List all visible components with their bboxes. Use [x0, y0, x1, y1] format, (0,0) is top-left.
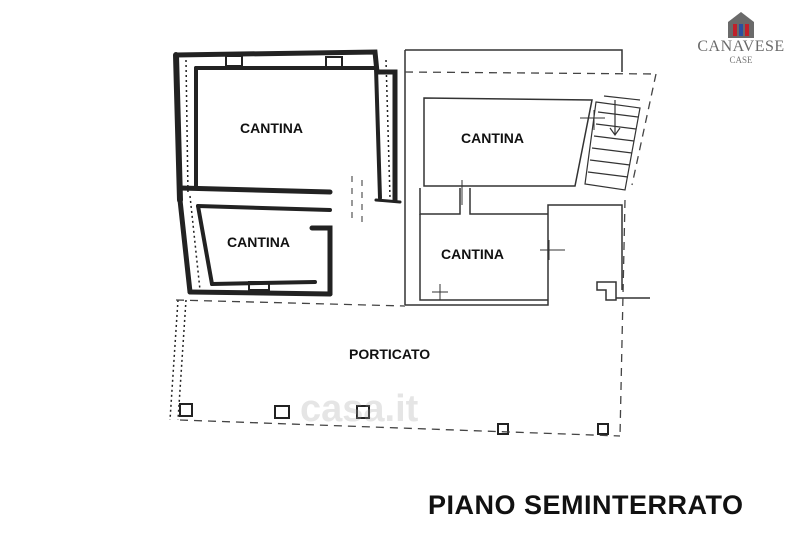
brand-name: CANAVESE — [697, 38, 785, 55]
floor-title: PIANO SEMINTERRATO — [428, 490, 744, 520]
inner-dashed — [351, 176, 363, 224]
room-label-cantina-2: CANTINA — [461, 130, 524, 146]
left-building-walls — [173, 49, 402, 297]
brand-logo: CANAVESE CASE — [688, 10, 794, 70]
room-label-porticato: PORTICATO — [349, 346, 430, 362]
room-label-cantina-4: CANTINA — [441, 246, 504, 262]
right-building-walls — [404, 49, 650, 306]
room-label-cantina-3: CANTINA — [227, 234, 290, 250]
room-label-cantina-1: CANTINA — [240, 120, 303, 136]
watermark: casa.it — [300, 388, 419, 430]
pillars — [179, 55, 609, 435]
wall-hatching — [169, 59, 391, 421]
staircase — [584, 95, 641, 191]
brand-sub: CASE — [729, 55, 753, 65]
dashed-outline — [175, 71, 657, 437]
door-markers — [432, 110, 605, 300]
house-icon — [728, 12, 754, 38]
